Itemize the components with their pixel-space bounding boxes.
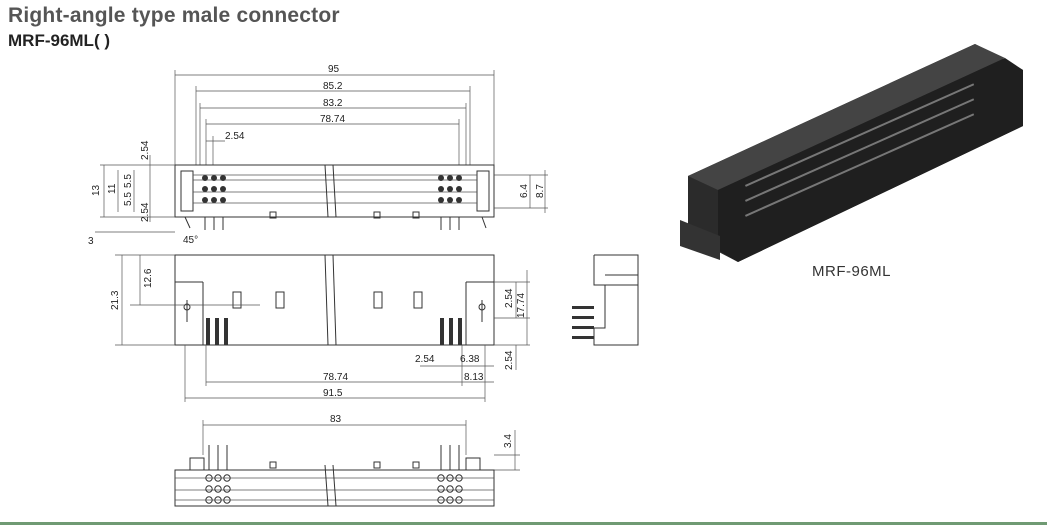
lower-view-connector bbox=[174, 457, 495, 507]
dim-bot-2-54: 2.54 bbox=[415, 354, 435, 365]
dim-85-2: 85.2 bbox=[323, 81, 343, 92]
dim-left-11: 11 bbox=[107, 183, 118, 194]
pin-grid-right bbox=[438, 175, 462, 203]
dim-left-13: 13 bbox=[91, 184, 102, 196]
lower-pin-grid-right bbox=[437, 474, 463, 504]
dim-78-74-top: 78.74 bbox=[320, 114, 345, 125]
dim-right-2-54-b: 2.54 bbox=[504, 350, 515, 370]
bottom-rule bbox=[0, 522, 1047, 525]
dim-right-17-74: 17.74 bbox=[516, 293, 527, 318]
photo-caption: MRF-96ML bbox=[812, 263, 892, 280]
lower-dim-lines bbox=[202, 420, 520, 471]
dim-bot-91-5: 91.5 bbox=[323, 388, 343, 399]
top-right-dims bbox=[494, 170, 548, 213]
dim-overall-length: 95 bbox=[328, 64, 340, 75]
dim-right-8-7: 8.7 bbox=[535, 184, 546, 198]
side-view-connector bbox=[593, 254, 639, 346]
dim-left-5-5-b: 5.5 bbox=[123, 192, 134, 206]
front-dim-lines bbox=[115, 254, 530, 402]
top-left-dims bbox=[95, 155, 175, 233]
lower-pin-grid-left bbox=[205, 474, 231, 504]
dim-pitch: 2.54 bbox=[225, 131, 245, 142]
top-pin-legs bbox=[204, 217, 460, 230]
dim-left-5-5-a: 5.5 bbox=[123, 174, 134, 188]
dim-bot-78-74: 78.74 bbox=[323, 372, 348, 383]
front-pin-legs bbox=[206, 318, 462, 345]
pin-grid-left bbox=[202, 175, 226, 203]
model-number: MRF-96ML( ) bbox=[8, 31, 110, 50]
dim-83-2: 83.2 bbox=[323, 98, 343, 109]
dim-lower-83: 83 bbox=[330, 414, 342, 425]
top-view-connector bbox=[174, 164, 495, 229]
top-dimension-lines bbox=[174, 70, 495, 165]
dim-lower-3-4: 3.4 bbox=[503, 434, 514, 448]
dim-bot-6-38: 6.38 bbox=[460, 354, 480, 365]
dim-left-2-54-bottom: 2.54 bbox=[140, 202, 151, 222]
page-title: Right-angle type male connector bbox=[8, 4, 340, 27]
dim-right-6-4: 6.4 bbox=[519, 184, 530, 198]
side-view-pins bbox=[572, 306, 594, 339]
lower-pin-legs bbox=[208, 445, 460, 470]
dim-left-21-3: 21.3 bbox=[110, 290, 121, 310]
connector-photo bbox=[680, 44, 1023, 262]
dim-bot-8-13: 8.13 bbox=[464, 372, 484, 383]
front-view-connector bbox=[174, 254, 495, 346]
dim-angle-45: 45° bbox=[183, 235, 198, 246]
dim-left-3: 3 bbox=[88, 236, 94, 247]
dim-right-2-54-a: 2.54 bbox=[504, 288, 515, 308]
dim-left-12-6: 12.6 bbox=[143, 268, 154, 288]
dim-left-2-54-top: 2.54 bbox=[140, 140, 151, 160]
